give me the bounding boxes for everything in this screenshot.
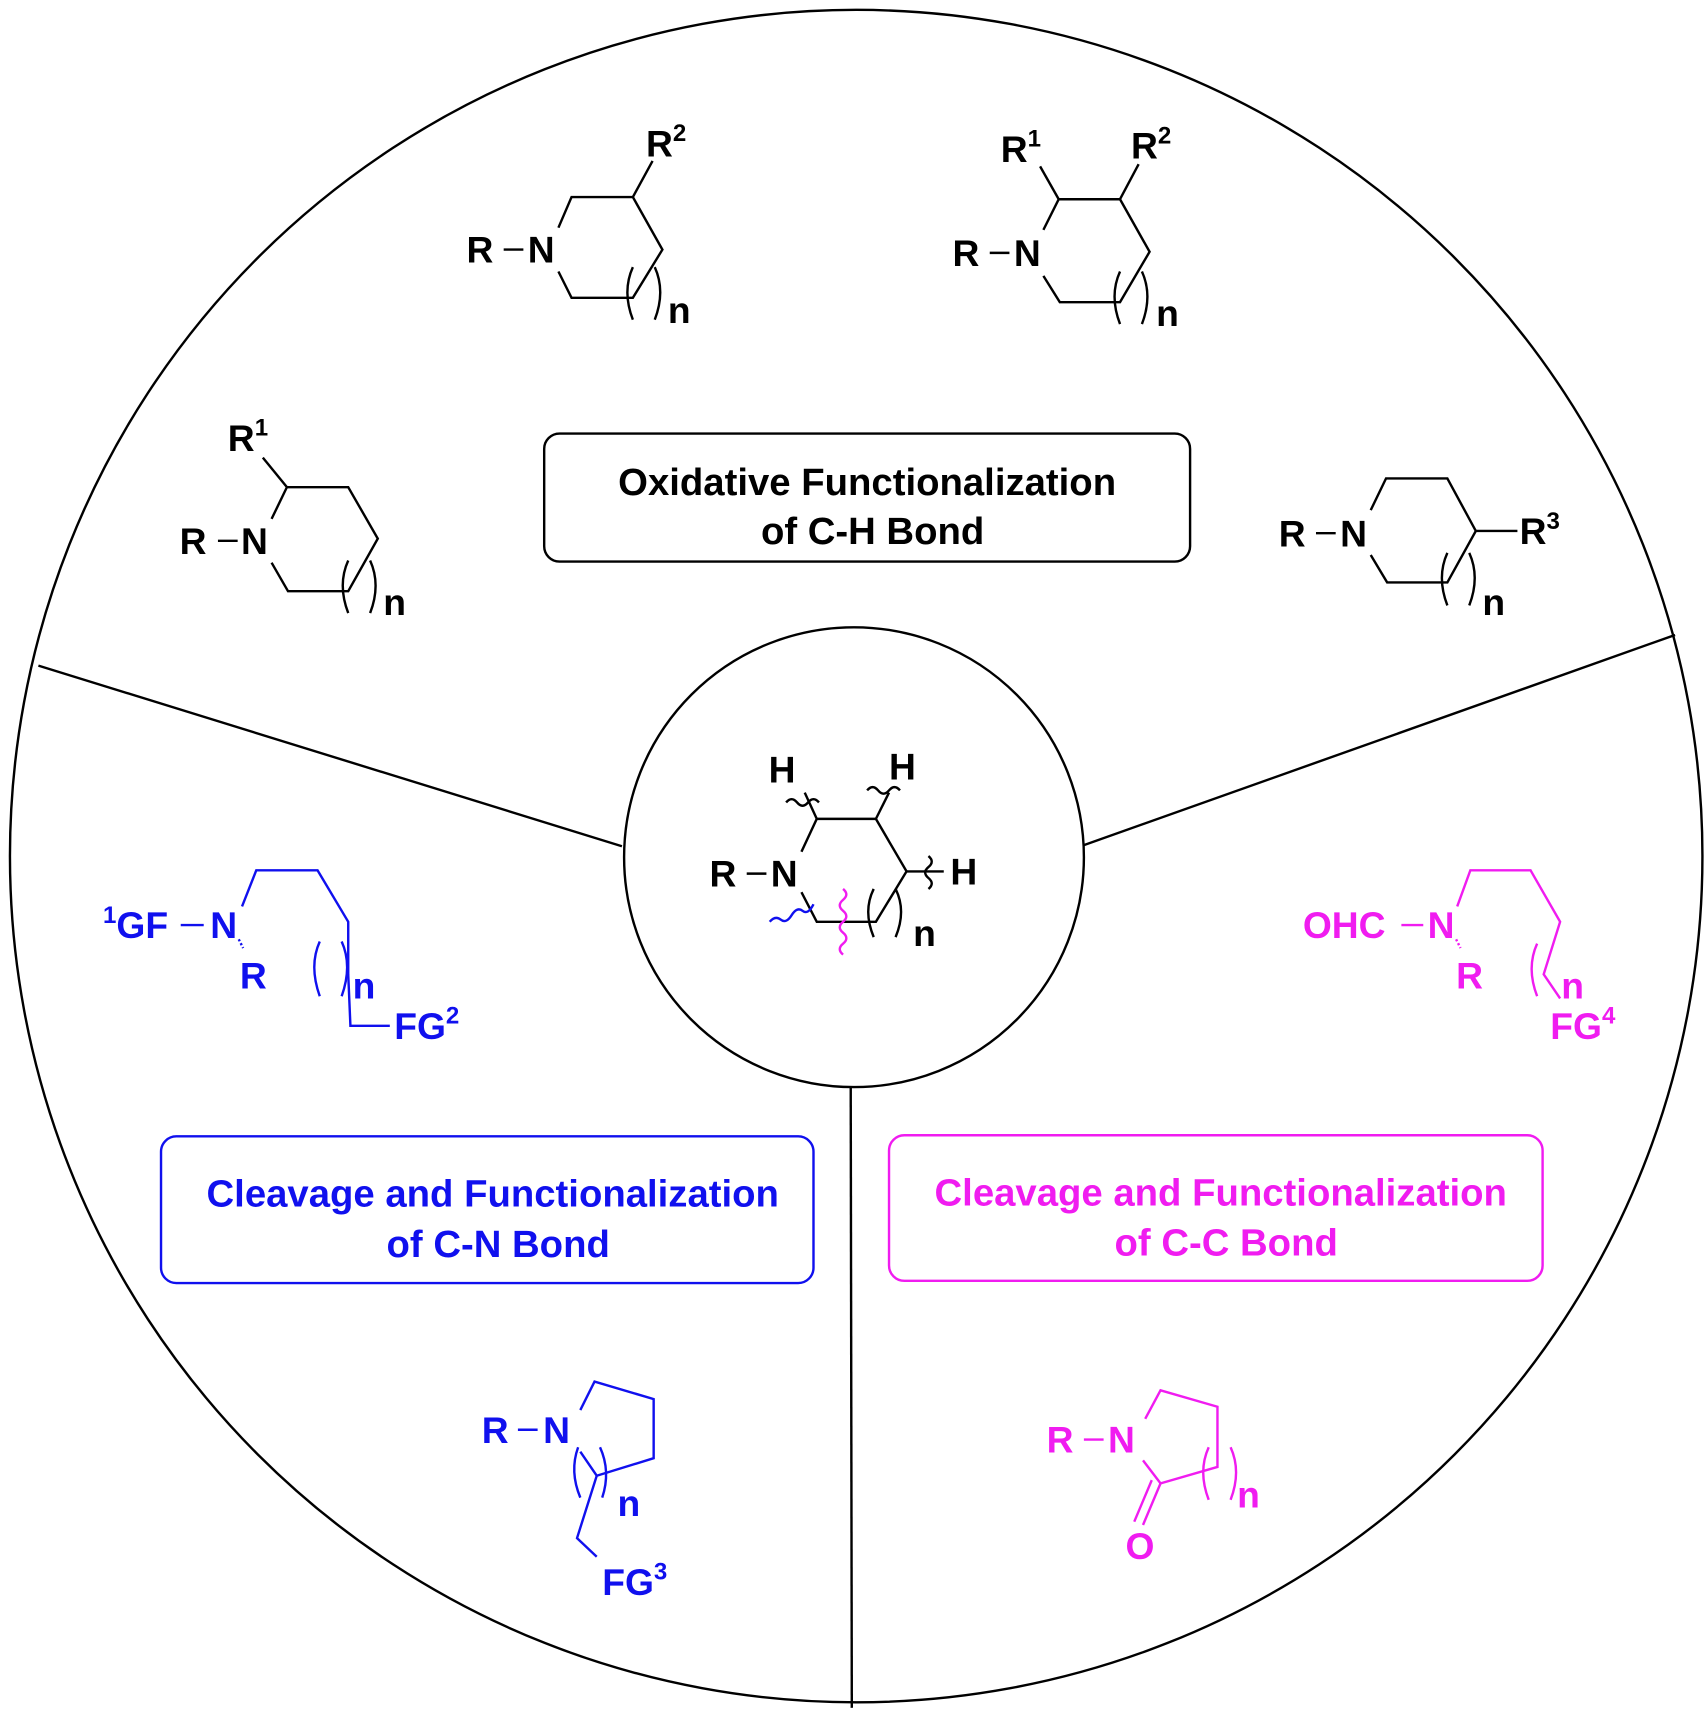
svg-text:R2: R2 xyxy=(646,120,686,164)
structure-ring-opened-amine: 1GF N R n FG2 xyxy=(103,869,459,1047)
structure-3-substituted: R N R2 n xyxy=(466,120,690,331)
svg-text:FG2: FG2 xyxy=(394,1003,459,1047)
r-label: R xyxy=(466,229,493,271)
substituent-label: R xyxy=(646,123,673,165)
superscript: 1 xyxy=(1028,126,1041,153)
oxidative-box-line1: Oxidative Functionalization xyxy=(618,461,1116,504)
cn-cleavage-box: Cleavage and Functionalization of C-N Bo… xyxy=(159,1135,815,1285)
substituent-label: R xyxy=(1520,510,1547,552)
center-r-label: R xyxy=(709,853,736,895)
center-h1: H xyxy=(769,749,796,791)
r-label: R xyxy=(240,955,267,997)
structure-4-substituted: R N R3 n xyxy=(1279,477,1560,623)
r-label: R xyxy=(1456,955,1483,997)
fg-label: FG xyxy=(602,1561,654,1603)
superscript: 2 xyxy=(1158,122,1171,149)
center-piperidine: R N H H H n xyxy=(709,745,977,956)
n-atom: N xyxy=(1428,904,1455,946)
n-index: n xyxy=(383,581,406,623)
outer-circle xyxy=(8,8,1704,1704)
substituent-label: R xyxy=(1001,128,1028,170)
superscript: 3 xyxy=(1546,508,1559,535)
substituent-label: R xyxy=(228,417,255,459)
carbonyl-o-label: O xyxy=(1125,1525,1154,1567)
oxidative-ch-box: Oxidative Functionalization of C-H Bond xyxy=(542,432,1192,563)
n-atom: N xyxy=(543,1409,570,1451)
svg-text:R2: R2 xyxy=(1131,122,1171,166)
fg-label: FG xyxy=(1550,1005,1602,1047)
n-index: n xyxy=(1482,581,1505,623)
n-atom: N xyxy=(1108,1419,1135,1461)
center-h3: H xyxy=(950,851,977,893)
structure-pyrrolidine: R N n FG3 xyxy=(482,1380,667,1603)
cn-box-line1: Cleavage and Functionalization xyxy=(207,1172,779,1215)
substituent-label: R xyxy=(1131,125,1158,167)
cn-box-line2: of C-N Bond xyxy=(387,1223,610,1266)
r-label: R xyxy=(1047,1419,1074,1461)
ohc-label: OHC xyxy=(1303,904,1386,946)
center-h2: H xyxy=(889,745,916,787)
divider-left xyxy=(38,664,623,848)
structure-n-formyl-amine: OHC N R n FG4 xyxy=(1303,869,1616,1047)
structure-lactam: R N n O xyxy=(1047,1388,1260,1567)
n-atom: N xyxy=(1014,232,1041,274)
oxidative-box-line2: of C-H Bond xyxy=(761,510,984,553)
superscript: 3 xyxy=(654,1559,667,1586)
divider-bottom xyxy=(849,1085,854,1708)
n-index: n xyxy=(618,1482,641,1524)
r-label: R xyxy=(180,520,207,562)
r-label: R xyxy=(953,232,980,274)
superscript: 2 xyxy=(673,120,686,147)
structure-2-3-disubstituted: R N R1 R2 n xyxy=(953,122,1179,334)
n-index: n xyxy=(1237,1473,1260,1515)
n-index: n xyxy=(1561,964,1584,1006)
gf-label: GF xyxy=(116,904,168,946)
divider-right xyxy=(1083,633,1676,847)
svg-text:FG3: FG3 xyxy=(602,1559,667,1603)
svg-text:R1: R1 xyxy=(228,415,268,459)
fg-label: FG xyxy=(394,1005,446,1047)
n-atom: N xyxy=(528,229,555,271)
n-atom: N xyxy=(210,904,237,946)
center-n-atom: N xyxy=(771,853,798,895)
cc-cleavage-box: Cleavage and Functionalization of C-C Bo… xyxy=(887,1134,1544,1283)
structure-2-substituted: R N R1 n xyxy=(180,415,406,624)
n-index: n xyxy=(1156,292,1179,334)
inner-circle xyxy=(622,626,1086,1089)
r-label: R xyxy=(1279,512,1306,554)
superscript: 2 xyxy=(446,1003,459,1030)
superscript: 4 xyxy=(1602,1003,1616,1030)
n-index: n xyxy=(668,289,691,331)
svg-text:R1: R1 xyxy=(1001,126,1041,170)
superscript: 1 xyxy=(255,415,268,442)
cc-box-line2: of C-C Bond xyxy=(1115,1222,1338,1265)
svg-text:FG4: FG4 xyxy=(1550,1003,1616,1047)
n-index: n xyxy=(353,964,376,1006)
svg-text:1GF: 1GF xyxy=(103,902,168,946)
r-label: R xyxy=(482,1409,509,1451)
n-atom: N xyxy=(1340,512,1367,554)
n-atom: N xyxy=(241,520,268,562)
superscript: 1 xyxy=(103,902,116,929)
center-n-index: n xyxy=(913,912,936,954)
svg-text:R3: R3 xyxy=(1520,508,1560,552)
cc-box-line1: Cleavage and Functionalization xyxy=(935,1171,1507,1214)
